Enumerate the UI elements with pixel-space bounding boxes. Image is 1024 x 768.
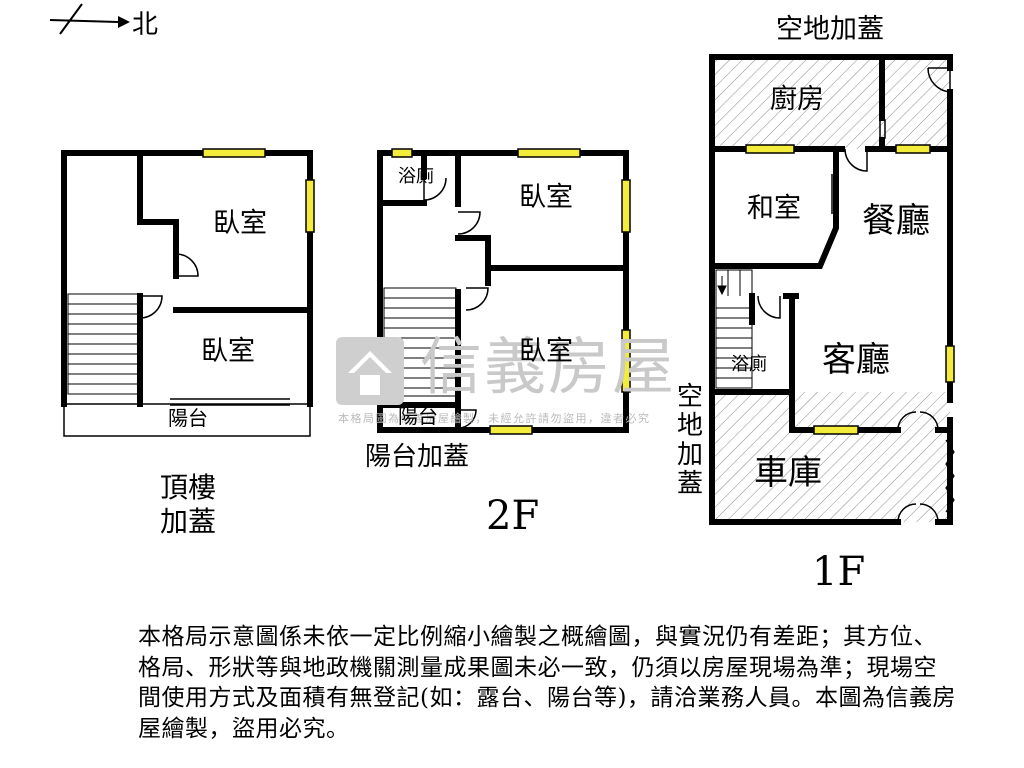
first-side-addition-char: 蓋 [676,469,703,500]
second-windows [391,148,631,435]
roof-title-line2: 加蓋 [160,505,217,538]
first-side-addition-char: 加 [676,440,703,471]
roof-windows [202,148,315,233]
first-staircase [715,269,753,389]
first-floor-plan [709,54,955,525]
second-exterior-wall [377,150,629,433]
first-top-addition-hatch [712,57,950,149]
second-doors [423,177,489,429]
first-side-addition-hatch [712,392,950,522]
north-arrow-icon [49,3,130,35]
first-top-addition-label: 空地加蓋 [776,14,884,45]
first-bath-label: 浴廁 [731,354,767,375]
north-label: 北 [132,10,159,40]
second-bedroom-lower-label: 臥室 [519,336,573,367]
disclaimer-text: 本格局示意圖係未依一定比例縮小繪製之概繪圖，與實況仍有差距；其方位、格局、形狀等… [138,624,956,742]
first-dining-label: 餐廳 [862,201,930,241]
second-balcony-label: 陽台 [398,404,438,428]
roof-bedroom-lower-label: 臥室 [201,336,255,367]
roof-exterior-wall [61,150,313,407]
house-logo-icon [336,337,404,405]
second-staircase [383,287,457,397]
roof-bedroom-upper-label: 臥室 [213,208,267,239]
second-bath-label: 浴廁 [398,166,434,187]
first-tatami-label: 和室 [747,193,801,224]
roof-balcony-outline [63,403,311,437]
first-garage-door [945,439,955,513]
first-exterior-wall-left-top [709,54,953,525]
roof-floor-plan [61,148,315,437]
second-floor-title: 2F [486,493,540,539]
first-living-label: 客廳 [822,340,890,380]
second-balcony-addition-label: 陽台加蓋 [365,442,470,472]
first-doors [757,67,951,523]
first-windows [745,144,955,435]
roof-doors [139,253,199,319]
roof-staircase [67,293,139,395]
first-floor-title: 1F [812,549,866,595]
second-floor-plan [377,148,631,435]
roof-title-line1: 頂樓 [160,471,217,504]
first-side-addition-char: 空 [676,382,703,412]
first-side-addition-char: 地 [676,411,703,442]
watermark-logo [336,337,404,405]
first-kitchen-label: 廚房 [770,84,824,115]
second-bedroom-upper-label: 臥室 [519,182,573,213]
watermark-brand: 信義房屋 [420,330,677,403]
first-garage-label: 車庫 [754,453,822,493]
roof-balcony-sliding-door [170,398,290,406]
watermark-notice: 本格局圖為信義房屋繪製，未經允許請勿盜用，違者必究 [338,412,651,425]
roof-balcony-label: 陽台 [168,406,208,430]
first-side-addition-label: 空 地 加 蓋 [675,382,705,500]
